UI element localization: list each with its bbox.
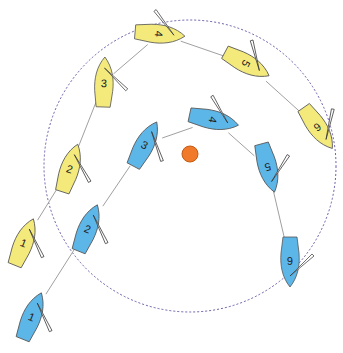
track-line <box>228 133 254 156</box>
hull-outline <box>134 23 185 46</box>
track-line <box>113 45 147 74</box>
sail <box>290 254 314 276</box>
boat-hull: 1 <box>4 215 43 270</box>
sail <box>104 68 129 91</box>
boat-hull: 4 <box>187 104 240 136</box>
hull-outline <box>221 44 274 84</box>
boat-hull: 3 <box>92 57 116 108</box>
boat-hull: 3 <box>124 117 167 171</box>
track-line <box>266 81 299 111</box>
track-line <box>79 102 96 146</box>
mark-buoy <box>182 146 198 162</box>
track-line <box>38 190 57 220</box>
boat-hull: 5 <box>251 141 285 195</box>
track-line <box>273 190 285 242</box>
boat-hull: 2 <box>68 201 107 256</box>
callout-number: 4 <box>152 22 166 45</box>
track-line <box>103 166 130 206</box>
boat-hull: 6 <box>295 101 342 155</box>
boat-hull: 6 <box>279 237 301 287</box>
track-line <box>162 127 192 138</box>
callout-number: 6 <box>279 255 301 267</box>
track-line <box>46 250 74 294</box>
hull-outline <box>188 106 241 134</box>
boat-hull: 2 <box>52 141 88 195</box>
zone-circle <box>44 20 336 312</box>
callout-number: 3 <box>93 77 115 90</box>
boat-hull: 5 <box>220 43 274 86</box>
track-line <box>181 41 226 56</box>
hull-outline <box>125 118 165 171</box>
hull-outline <box>253 141 284 194</box>
boat-hull: 4 <box>134 21 186 47</box>
boat-hull: 1 <box>12 289 51 344</box>
